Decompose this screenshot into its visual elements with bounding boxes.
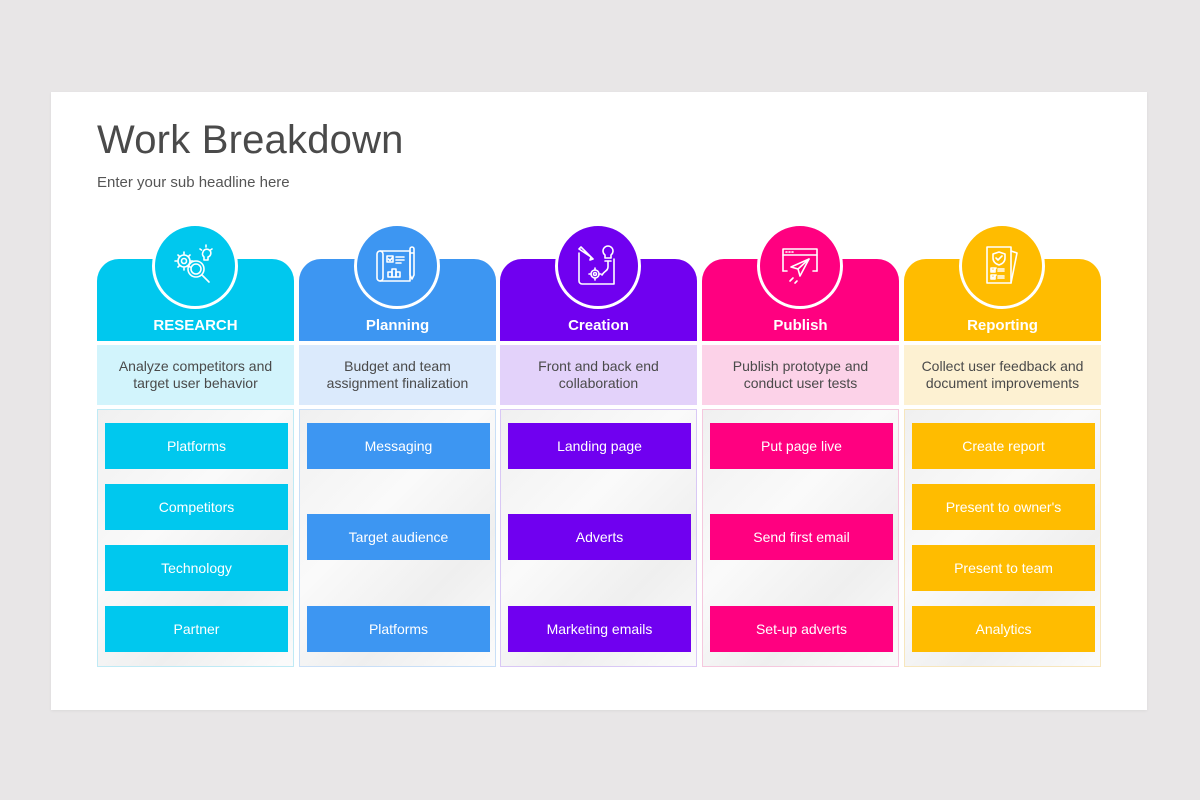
task-list: Platforms Competitors Technology Partner — [97, 409, 294, 667]
task-item[interactable]: Set-up adverts — [710, 606, 893, 652]
task-item[interactable]: Present to team — [912, 545, 1095, 591]
task-item[interactable]: Send first email — [710, 514, 893, 560]
task-item[interactable]: Platforms — [307, 606, 490, 652]
column-label: Publish — [773, 317, 828, 334]
task-item[interactable]: Present to owner's — [912, 484, 1095, 530]
column-label: Creation — [568, 317, 629, 334]
task-item[interactable]: Landing page — [508, 423, 691, 469]
task-item[interactable]: Partner — [105, 606, 288, 652]
column-label: RESEARCH — [153, 317, 238, 334]
icon-circle — [555, 223, 641, 309]
task-item[interactable]: Adverts — [508, 514, 691, 560]
task-item[interactable]: Target audience — [307, 514, 490, 560]
task-item[interactable]: Technology — [105, 545, 288, 591]
task-item[interactable]: Put page live — [710, 423, 893, 469]
blueprint-plan-icon — [376, 246, 415, 282]
task-item[interactable]: Analytics — [912, 606, 1095, 652]
task-list: Create report Present to owner's Present… — [904, 409, 1101, 667]
task-list: Messaging Target audience Platforms — [299, 409, 496, 667]
browser-paper-plane-icon — [782, 248, 818, 284]
column-description: Budget and team assignment finalization — [299, 345, 496, 405]
page-title: Work Breakdown — [97, 118, 404, 162]
page-subtitle: Enter your sub headline here — [97, 174, 290, 191]
task-item[interactable]: Competitors — [105, 484, 288, 530]
icon-circle — [354, 223, 440, 309]
icon-circle — [152, 223, 238, 309]
task-list: Put page live Send first email Set-up ad… — [702, 409, 899, 667]
column-label: Reporting — [967, 317, 1038, 334]
task-list: Landing page Adverts Marketing emails — [500, 409, 697, 667]
task-item[interactable]: Create report — [912, 423, 1095, 469]
task-item[interactable]: Messaging — [307, 423, 490, 469]
icon-circle — [959, 223, 1045, 309]
task-item[interactable]: Marketing emails — [508, 606, 691, 652]
column-description: Analyze competitors and target user beha… — [97, 345, 294, 405]
column-description: Publish prototype and conduct user tests — [702, 345, 899, 405]
report-checklist-shield-icon — [986, 246, 1018, 284]
column-description: Collect user feedback and document impro… — [904, 345, 1101, 405]
icon-circle — [757, 223, 843, 309]
column-description: Front and back end collaboration — [500, 345, 697, 405]
column-label: Planning — [365, 317, 430, 334]
slide: Work Breakdown Enter your sub headline h… — [51, 92, 1147, 710]
research-gears-magnifier-icon — [174, 244, 213, 283]
design-idea-gear-icon — [578, 245, 615, 285]
task-item[interactable]: Platforms — [105, 423, 288, 469]
